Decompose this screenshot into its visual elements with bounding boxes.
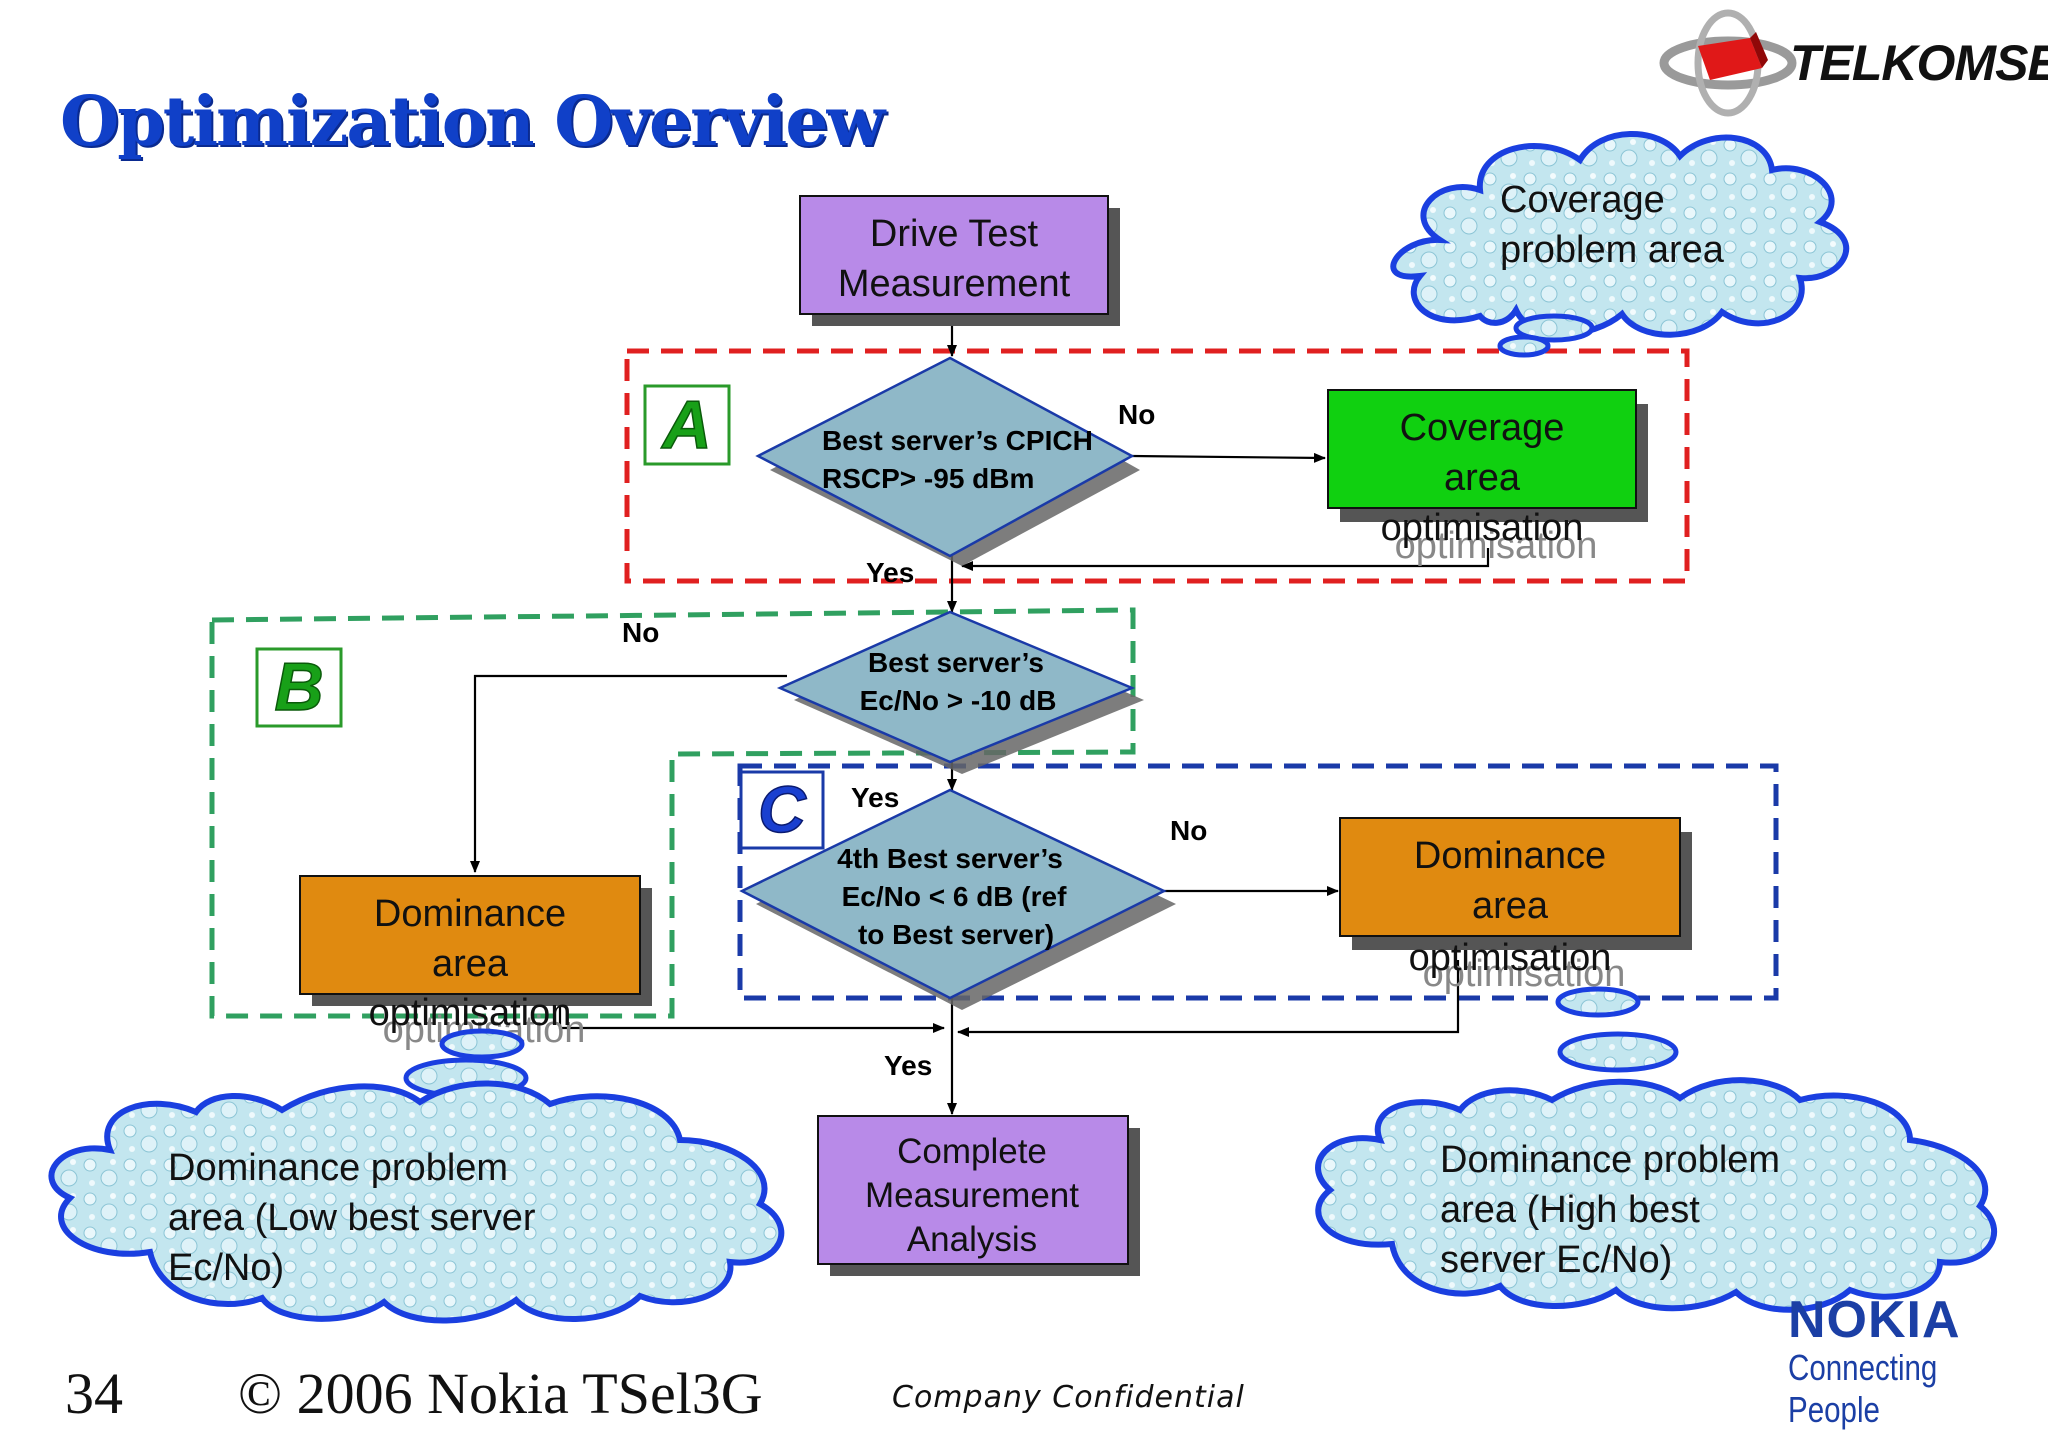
decision-fourth-best: 4th Best server’s Ec/No < 6 dB (ref to B… (739, 788, 1176, 1010)
marker-b: B (255, 647, 343, 728)
nokia-tagline: Connecting People (1788, 1347, 1938, 1430)
footer-confidential: Company Confidential (892, 1380, 1245, 1415)
decision-cpich-rscp: Best server’s CPICH RSCP> -95 dBm (755, 356, 1140, 566)
svg-text:Measurement: Measurement (865, 1176, 1079, 1215)
process-drive-test: Drive Test Measurement (799, 195, 1120, 326)
svg-text:Ec/No > -10 dB: Ec/No > -10 dB (860, 685, 1057, 716)
label-yes-b: Yes (851, 782, 899, 813)
svg-text:A: A (660, 387, 711, 463)
telkomsel-wordmark: TELKOMSEL (1790, 35, 2048, 91)
svg-text:Best server’s: Best server’s (868, 647, 1044, 678)
page-number: 34 (65, 1361, 123, 1426)
svg-text:B: B (274, 649, 323, 725)
telkomsel-logo-icon (1659, 9, 1797, 117)
svg-text:Analysis: Analysis (907, 1220, 1037, 1259)
label-yes-c: Yes (884, 1050, 932, 1081)
svg-text:Ec/No): Ec/No) (168, 1247, 284, 1289)
footer-copyright: © 2006 Nokia TSel3G (238, 1361, 763, 1426)
svg-text:to Best server): to Best server) (858, 919, 1054, 950)
svg-text:area: area (1472, 885, 1549, 927)
svg-text:Dominance problem: Dominance problem (168, 1147, 508, 1189)
decision-ecno: Best server’s Ec/No > -10 dB (776, 610, 1144, 774)
svg-text:optimisation: optimisation (1409, 937, 1612, 979)
process-complete-analysis: Complete Measurement Analysis (817, 1115, 1140, 1276)
region-c-dominance (737, 763, 1779, 1001)
svg-text:Dominance: Dominance (1414, 835, 1606, 877)
svg-text:area: area (432, 943, 509, 985)
svg-text:Coverage: Coverage (1400, 407, 1565, 449)
process-dominance-low: Dominance area optimisation optimisation (299, 875, 652, 1051)
marker-a: A (643, 384, 731, 466)
svg-text:Measurement: Measurement (838, 263, 1071, 305)
svg-text:optimisation: optimisation (1381, 507, 1584, 549)
svg-text:problem area: problem area (1500, 229, 1725, 271)
svg-text:C: C (758, 772, 807, 846)
svg-text:Dominance: Dominance (374, 893, 566, 935)
callout-dominance-low: Dominance problem area (Low best server … (48, 1028, 785, 1324)
svg-text:optimisation: optimisation (369, 992, 572, 1034)
svg-text:area (High best: area (High best (1440, 1189, 1700, 1231)
svg-text:Coverage: Coverage (1500, 179, 1665, 221)
label-yes-a: Yes (866, 557, 914, 588)
svg-text:Dominance problem: Dominance problem (1440, 1139, 1780, 1181)
svg-text:4th Best server’s: 4th Best server’s (837, 843, 1063, 874)
connectors (470, 322, 1490, 1115)
label-no-c: No (1170, 815, 1207, 846)
svg-text:area (Low best server: area (Low best server (168, 1197, 536, 1239)
process-dominance-high: Dominance area optimisation optimisation (1339, 817, 1692, 995)
label-no-a: No (1118, 399, 1155, 430)
region-b-ecno (209, 607, 1136, 1019)
callout-dominance-high: Dominance problem area (High best server… (1315, 986, 1998, 1313)
svg-text:optimisation: optimisation (1395, 525, 1598, 567)
svg-text:Complete: Complete (897, 1132, 1047, 1171)
marker-c: C (739, 770, 825, 850)
label-no-b: No (622, 617, 659, 648)
nokia-logo: NOKIA (1788, 1291, 1961, 1349)
region-a-rscp (624, 348, 1690, 584)
svg-text:Ec/No < 6 dB (ref: Ec/No < 6 dB (ref (842, 881, 1068, 912)
svg-text:RSCP> -95 dBm: RSCP> -95 dBm (822, 463, 1034, 494)
callout-coverage-problem: Coverage problem area (1390, 131, 1850, 358)
process-coverage-optimisation: Coverage area optimisation optimisation (1327, 389, 1648, 567)
page-title: Optimization Overview (60, 82, 885, 162)
svg-text:Drive Test: Drive Test (870, 213, 1039, 255)
svg-text:server Ec/No): server Ec/No) (1440, 1239, 1672, 1281)
svg-text:Best server’s CPICH: Best server’s CPICH (822, 425, 1093, 456)
svg-text:area: area (1444, 457, 1521, 499)
